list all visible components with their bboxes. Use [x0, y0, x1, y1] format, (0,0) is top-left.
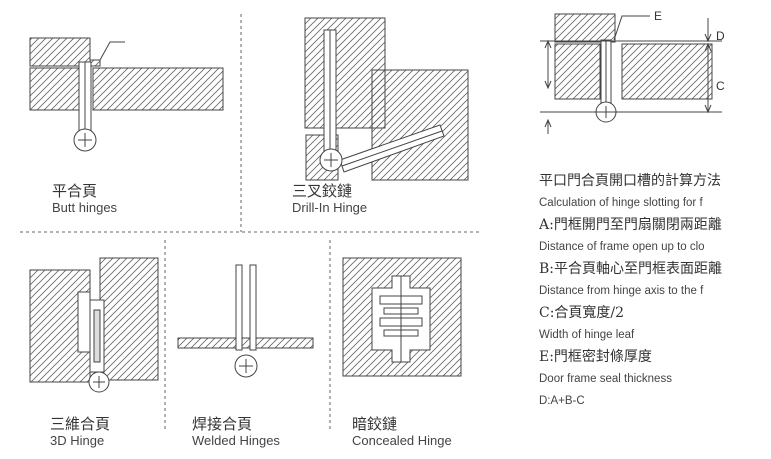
caption-en: Concealed Hinge	[352, 433, 452, 448]
calculation-notes: 平口門合頁開口槽的計算方法 Calculation of hinge slott…	[539, 170, 771, 412]
caption-zh: 暗鉸鏈	[352, 415, 398, 433]
caption-en: Welded Hinges	[192, 433, 280, 448]
calc-title-en: Calculation of hinge slotting for f	[539, 197, 703, 209]
caption-concealed-hinge: 暗鉸鏈 Concealed Hinge	[352, 415, 452, 448]
concealed-hinge-drawing	[342, 257, 462, 377]
label-c: C	[716, 79, 725, 93]
calc-title: 平口門合頁開口槽的計算方法	[539, 173, 721, 189]
caption-butt-hinge: 平合頁 Butt hinges	[52, 182, 118, 215]
calc-line-a-en: Distance of frame open up to clo	[539, 241, 705, 253]
welded-hinge-drawing	[177, 264, 314, 378]
calc-formula: D:A+B-C	[539, 395, 585, 407]
caption-drill-in-hinge: 三叉鉸鏈 Drill-In Hinge	[292, 182, 368, 215]
caption-zh: 平合頁	[52, 182, 98, 200]
caption-zh: 三維合頁	[50, 415, 111, 433]
caption-en: 3D Hinge	[50, 433, 105, 448]
caption-zh: 三叉鉸鏈	[292, 182, 353, 200]
label-e: E	[654, 9, 662, 23]
calculation-diagram	[540, 13, 722, 134]
caption-en: Butt hinges	[52, 200, 118, 215]
drill-in-hinge-drawing	[304, 17, 469, 181]
grid-dividers	[20, 14, 480, 430]
3d-hinge-drawing	[29, 257, 159, 393]
label-d: D	[716, 29, 725, 43]
calc-line-b: B:平合頁軸心至門框表面距離	[539, 261, 723, 277]
calc-line-a: A:門框開門至門扇關閉兩距離	[539, 217, 722, 233]
calc-line-e: E:門框密封條厚度	[539, 349, 652, 365]
calc-line-e-en: Door frame seal thickness	[539, 373, 672, 385]
caption-3d-hinge: 三維合頁 3D Hinge	[50, 415, 111, 448]
caption-zh: 焊接合頁	[192, 415, 253, 433]
butt-hinge-drawing	[29, 37, 224, 152]
caption-en: Drill-In Hinge	[292, 200, 368, 215]
calc-line-c: C:合頁寬度/2	[539, 305, 625, 321]
calc-line-b-en: Distance from hinge axis to the f	[539, 285, 704, 297]
caption-welded-hinges: 焊接合頁 Welded Hinges	[192, 415, 280, 448]
calc-line-c-en: Width of hinge leaf	[539, 329, 635, 341]
